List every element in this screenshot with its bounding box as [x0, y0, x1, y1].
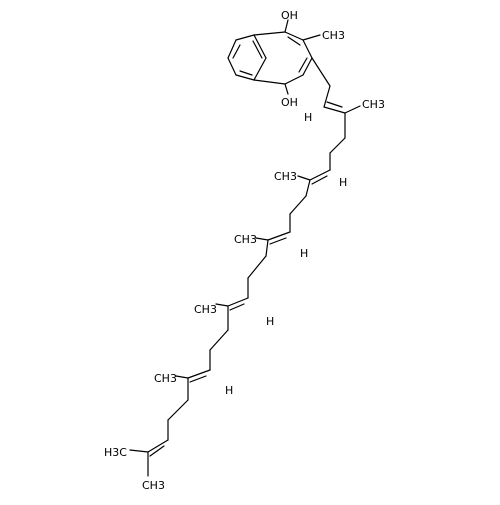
bond	[265, 239, 269, 257]
bond	[227, 57, 237, 76]
bond-double	[311, 175, 328, 185]
bond-double-inner	[287, 36, 301, 46]
bond	[253, 34, 267, 59]
bond-oh-bottom	[284, 83, 289, 95]
bond-oh-top	[284, 19, 289, 33]
bond	[253, 31, 286, 36]
bond-methyl	[175, 375, 189, 379]
bond	[329, 137, 346, 154]
bond	[305, 179, 311, 197]
bond	[253, 79, 286, 85]
bond	[253, 57, 267, 81]
bond	[289, 195, 307, 215]
bond-double	[229, 303, 245, 311]
label-h-5: H	[225, 384, 233, 397]
label-oh-top: OH	[281, 9, 298, 22]
bond-methyl	[297, 175, 311, 181]
bond-double-inner	[239, 70, 253, 76]
label-ch3-terminal-b: CH3	[142, 479, 165, 492]
naphthalene-rings	[227, 31, 313, 85]
bond	[284, 31, 304, 41]
bond	[187, 369, 211, 379]
bond	[227, 297, 249, 307]
bond	[323, 106, 346, 114]
bond-methyl	[302, 34, 321, 41]
bond	[302, 57, 313, 76]
atom-labels: OH OH CH3 H CH3 H CH3 H CH3 H CH3 H CH3 …	[104, 9, 385, 492]
bond-side-chain-start	[311, 57, 331, 87]
label-ch3-3: CH3	[234, 233, 257, 246]
bond	[284, 74, 304, 85]
bond	[247, 255, 267, 279]
label-ch3-2: CH3	[274, 170, 297, 183]
label-h-4: H	[266, 315, 274, 328]
bond	[235, 74, 255, 81]
bond-double	[189, 375, 207, 383]
label-h-3: H	[300, 247, 308, 260]
bond	[167, 399, 189, 421]
label-oh-bottom: OH	[281, 96, 298, 109]
bond	[209, 329, 229, 351]
bond	[302, 39, 313, 59]
bond	[267, 231, 291, 241]
prenyl-side-chain	[129, 85, 361, 477]
label-h-2: H	[339, 176, 347, 189]
bond	[323, 85, 331, 108]
bond-double	[326, 101, 343, 108]
bond	[147, 439, 169, 453]
ring-substituents	[284, 19, 331, 95]
label-methyl-ring: CH3	[322, 29, 345, 42]
bond-methyl	[344, 105, 361, 114]
label-ch3-4: CH3	[194, 303, 217, 316]
label-h-1: H	[304, 111, 312, 124]
bond-methyl	[215, 303, 229, 307]
label-ch3-terminal-a: H3C	[104, 446, 127, 459]
bond-double-inner	[232, 44, 241, 59]
bond	[235, 34, 255, 41]
bond-double	[269, 237, 287, 245]
bond-double-inner	[298, 57, 308, 73]
label-ch3-1: CH3	[362, 98, 385, 111]
label-ch3-5: CH3	[154, 372, 177, 385]
bond-double-inner	[252, 40, 263, 59]
bond	[309, 169, 331, 181]
bond-double	[149, 445, 165, 457]
bond	[227, 39, 237, 59]
bond-methyl-terminal	[129, 449, 149, 453]
bond-methyl	[255, 237, 269, 241]
